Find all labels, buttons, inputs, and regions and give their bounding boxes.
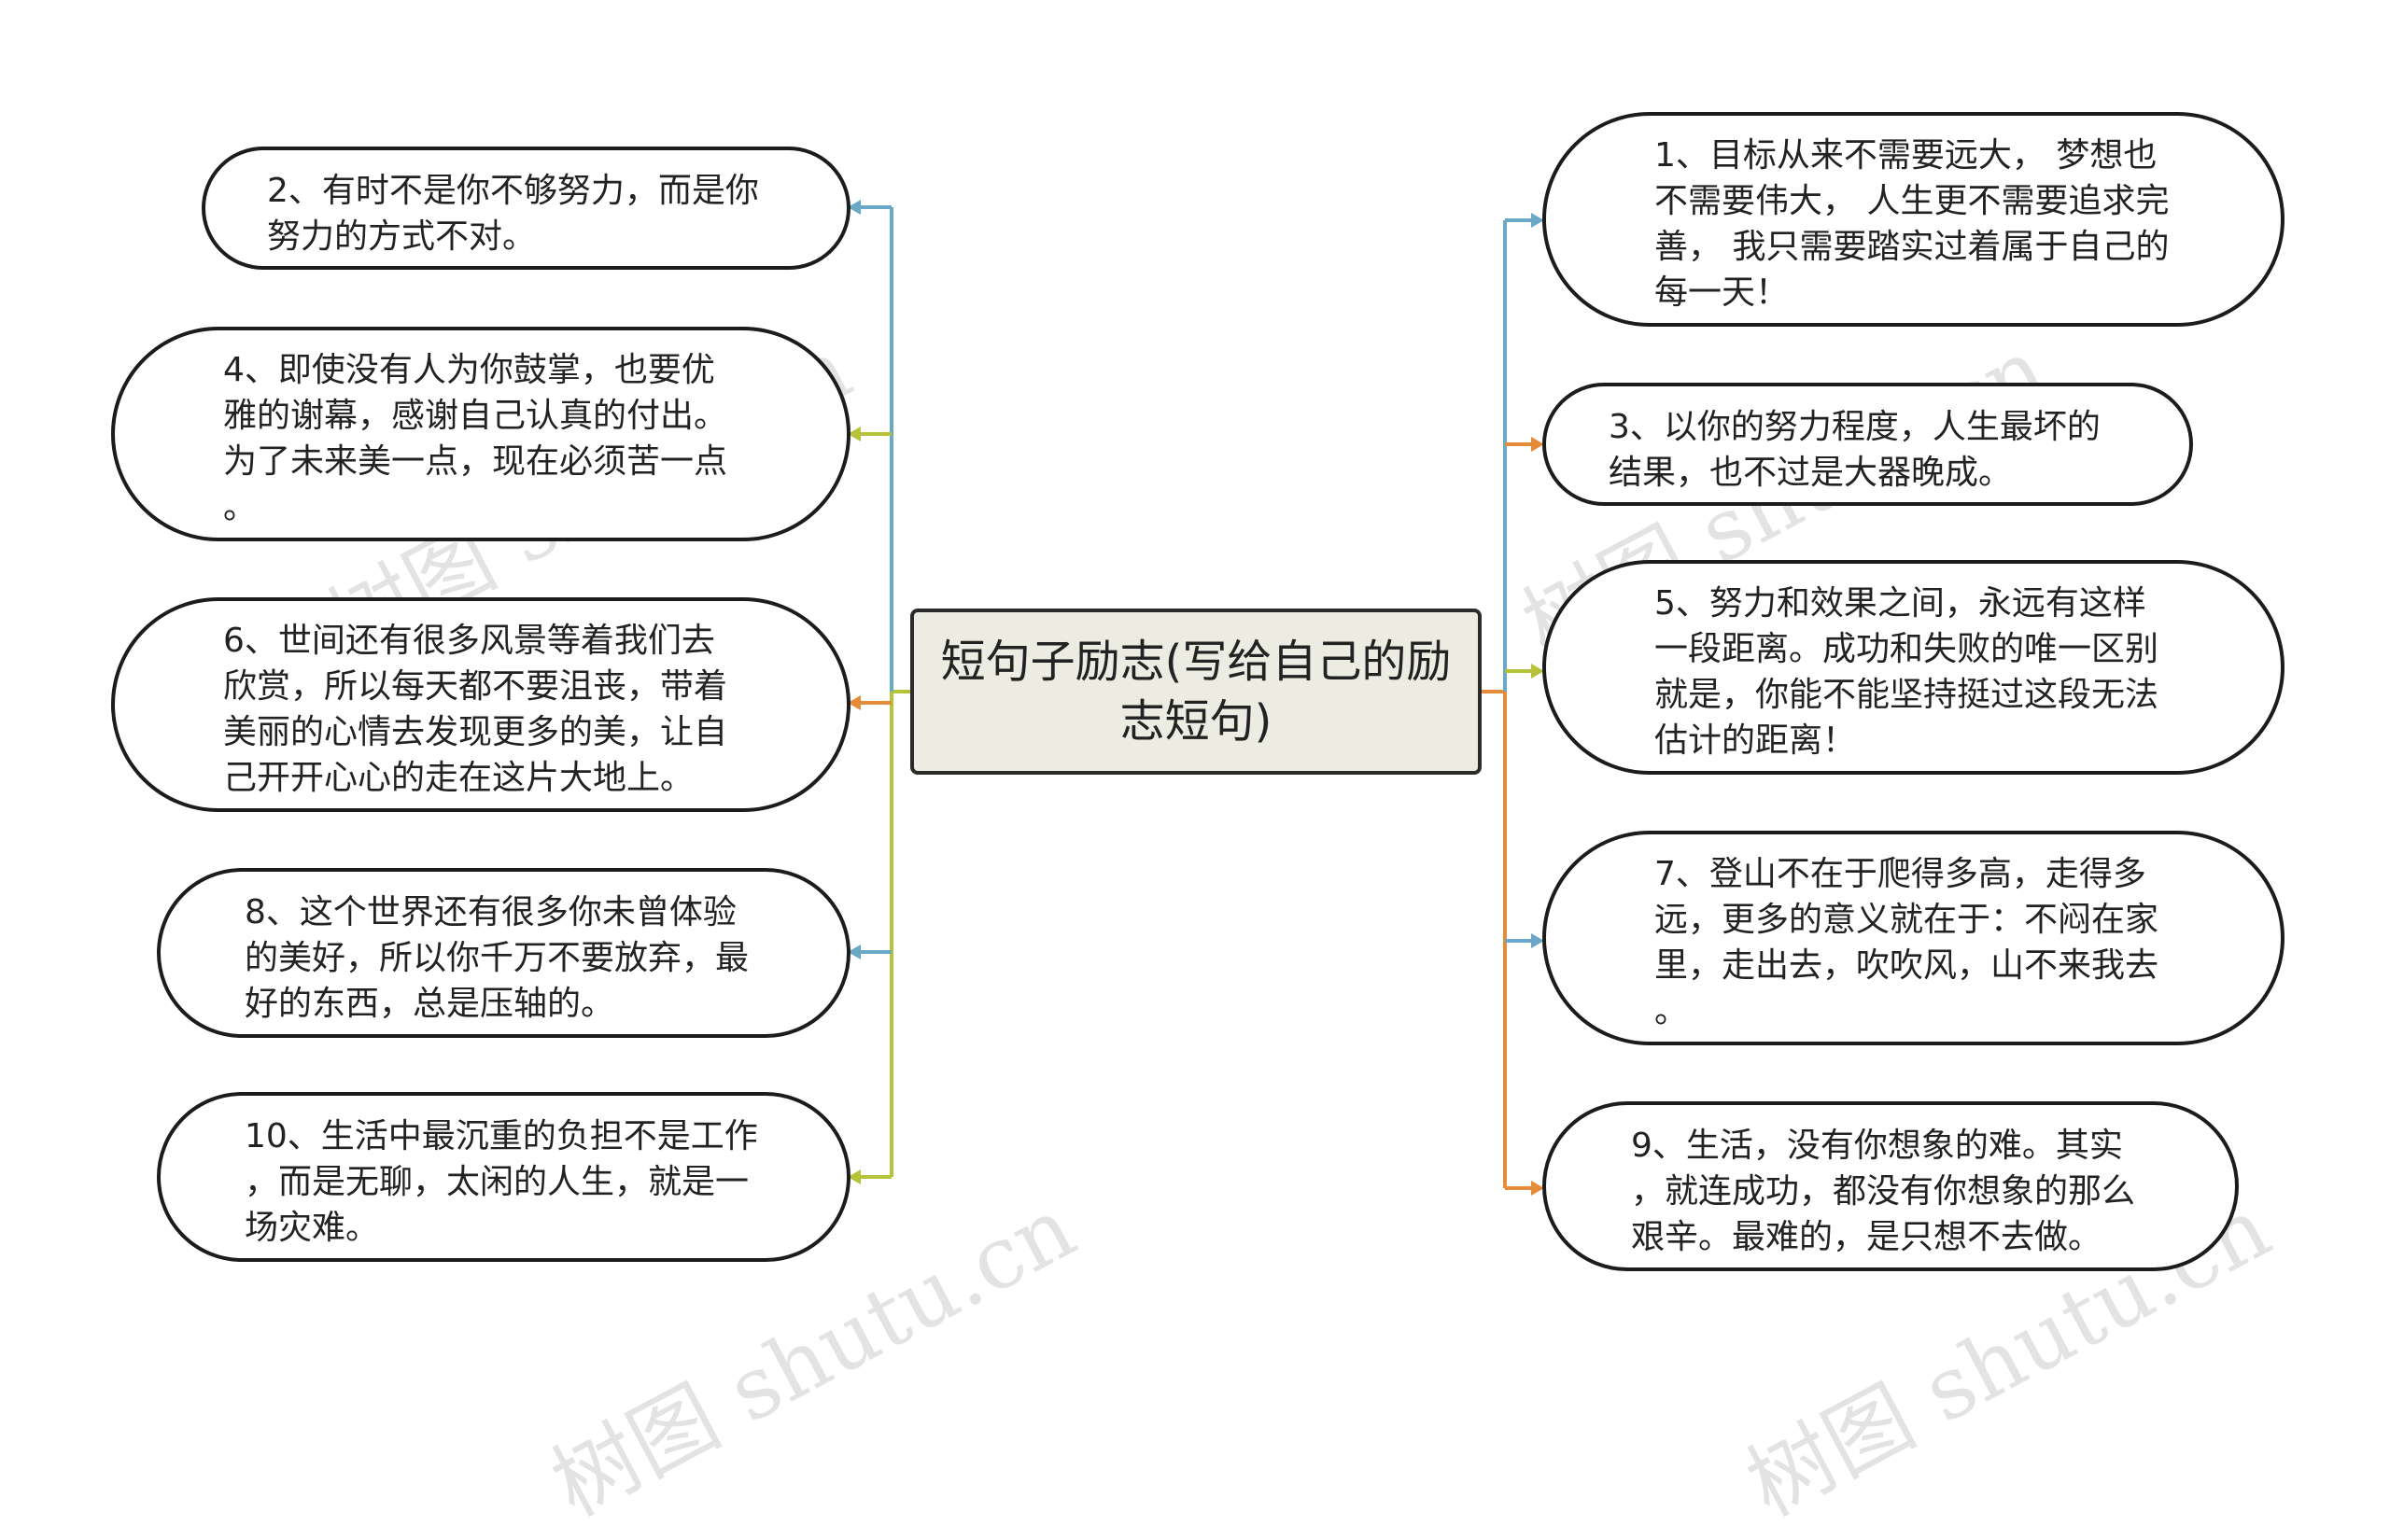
node-text: 1、目标从来不需要远大， 梦想也 不需要伟大， 人生更不需要追求完 善， 我只需… <box>1654 136 2170 312</box>
node-text: 4、即使没有人为你鼓掌，也要优 雅的谢幕，感谢自己认真的付出。 为了未来美一点，… <box>223 351 728 526</box>
mindmap-node-left-3[interactable]: 6、世间还有很多风景等着我们去 欣赏，所以每天都不要沮丧，带着 美丽的心情去发现… <box>111 597 851 812</box>
arrow-left-4 <box>848 945 861 959</box>
connector-layer <box>848 200 1544 1196</box>
central-topic[interactable]: 短句子励志(写给自己的励 志短句) <box>910 609 1482 775</box>
arrow-left-1 <box>848 200 861 215</box>
mindmap-node-right-1[interactable]: 1、目标从来不需要远大， 梦想也 不需要伟大， 人生更不需要追求完 善， 我只需… <box>1542 112 2285 327</box>
mindmap-node-right-5[interactable]: 9、生活，没有你想象的难。其实 ，就连成功，都没有你想象的那么 艰辛。最难的，是… <box>1542 1101 2239 1271</box>
mindmap-node-left-4[interactable]: 8、这个世界还有很多你未曾体验 的美好，所以你千万不要放弃，最 好的东西，总是压… <box>157 868 851 1038</box>
arrow-left-3 <box>848 695 861 710</box>
arrow-right-1 <box>1531 213 1544 228</box>
central-topic-label: 短句子励志(写给自己的励 志短句) <box>940 636 1452 748</box>
node-text: 10、生活中最沉重的负担不是工作 ，而是无聊，太闲的人生，就是一 场灾难。 <box>245 1117 758 1247</box>
mindmap-node-right-4[interactable]: 7、登山不在于爬得多高，走得多 远，更多的意义就在于：不闷在家 里，走出去，吹吹… <box>1542 831 2285 1045</box>
arrow-left-5 <box>848 1169 861 1184</box>
node-text: 6、世间还有很多风景等着我们去 欣赏，所以每天都不要沮丧，带着 美丽的心情去发现… <box>223 622 728 797</box>
node-text: 3、以你的努力程度，人生最坏的 结果，也不过是大器晚成。 <box>1609 408 2101 492</box>
mindmap-node-left-5[interactable]: 10、生活中最沉重的负担不是工作 ，而是无聊，太闲的人生，就是一 场灾难。 <box>157 1092 851 1262</box>
arrow-right-5 <box>1531 1181 1544 1196</box>
mindmap-node-left-1[interactable]: 2、有时不是你不够努力，而是你 努力的方式不对。 <box>202 147 851 270</box>
node-text: 8、这个世界还有很多你未曾体验 的美好，所以你千万不要放弃，最 好的东西，总是压… <box>245 893 750 1023</box>
node-text: 2、有时不是你不够努力，而是你 努力的方式不对。 <box>267 172 759 256</box>
mindmap-node-right-3[interactable]: 5、努力和效果之间，永远有这样 一段距离。成功和失败的唯一区别 就是，你能不能坚… <box>1542 560 2285 775</box>
arrow-left-2 <box>848 427 861 441</box>
node-text: 5、努力和效果之间，永远有这样 一段距离。成功和失败的唯一区别 就是，你能不能坚… <box>1654 584 2159 760</box>
arrow-right-4 <box>1531 933 1544 948</box>
node-text: 9、生活，没有你想象的难。其实 ，就连成功，都没有你想象的那么 艰辛。最难的，是… <box>1631 1127 2136 1256</box>
node-text: 7、登山不在于爬得多高，走得多 远，更多的意义就在于：不闷在家 里，走出去，吹吹… <box>1654 855 2159 1030</box>
mindmap-node-left-2[interactable]: 4、即使没有人为你鼓掌，也要优 雅的谢幕，感谢自己认真的付出。 为了未来美一点，… <box>111 327 851 541</box>
arrow-right-2 <box>1531 437 1544 452</box>
arrow-right-3 <box>1531 664 1544 679</box>
mindmap-node-right-2[interactable]: 3、以你的努力程度，人生最坏的 结果，也不过是大器晚成。 <box>1542 383 2193 506</box>
